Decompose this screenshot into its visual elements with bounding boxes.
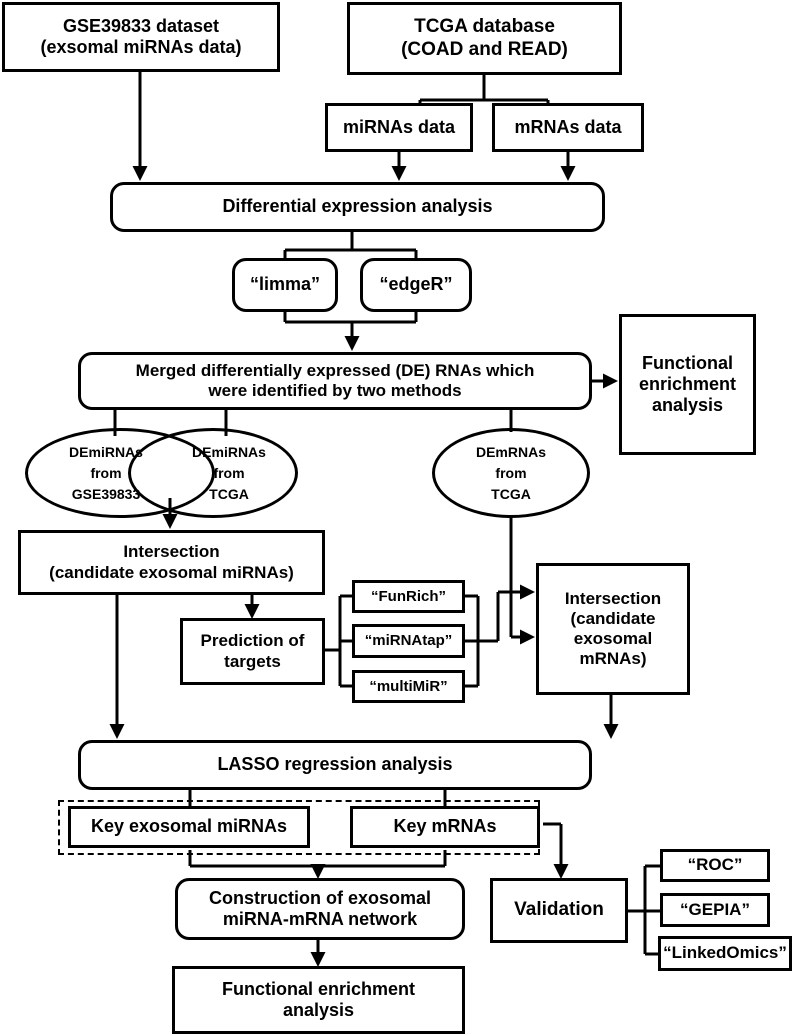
node-tcga-database[interactable]: TCGA database (COAD and READ): [347, 2, 622, 75]
intersection-mirnas-line2: (candidate exosomal miRNAs): [49, 562, 294, 582]
gepia-label: “GEPIA”: [680, 899, 750, 919]
construction-line2: miRNA-mRNA network: [222, 909, 418, 929]
fe-bottom-line1: Functional enrichment: [221, 978, 416, 999]
fe-bottom-line2: analysis: [282, 1000, 355, 1020]
node-limma[interactable]: “limma”: [232, 258, 338, 312]
mirnas-data-label: miRNAs data: [342, 116, 456, 137]
intersection-mrnas-line4: mRNAs): [579, 649, 647, 669]
node-validation[interactable]: Validation: [490, 878, 628, 943]
venn-right-line1: DEmiRNAs: [192, 443, 266, 460]
gse39833-line2: (exsomal miRNAs data): [40, 37, 242, 57]
merged-de-line2: were identified by two methods: [208, 381, 462, 400]
venn-left-line1: DEmiRNAs: [69, 443, 143, 460]
node-mirnas-data[interactable]: miRNAs data: [325, 103, 473, 152]
node-linkedomics[interactable]: “LinkedOmics”: [658, 936, 792, 971]
node-gepia[interactable]: “GEPIA”: [660, 893, 770, 927]
demrnas-line3: TCGA: [491, 485, 531, 502]
mirnatap-label: “miRNAtap”: [364, 632, 453, 650]
lasso-label: LASSO regression analysis: [217, 754, 453, 775]
venn-left-line2: from: [90, 464, 122, 481]
intersection-mrnas-line2: (candidate: [570, 608, 656, 628]
multimir-label: “multiMiR”: [369, 677, 448, 695]
venn-right-line2: from: [213, 464, 245, 481]
intersection-mirnas-line1: Intersection: [123, 542, 220, 562]
edger-label: “edgeR”: [379, 274, 453, 295]
differential-expression-label: Differential expression analysis: [222, 196, 493, 217]
tcga-line2: (COAD and READ): [401, 38, 568, 60]
node-gse39833-dataset[interactable]: GSE39833 dataset (exsomal miRNAs data): [2, 2, 280, 72]
node-multimir[interactable]: “multiMiR”: [352, 670, 465, 703]
fe-right-line3: analysis: [651, 395, 724, 416]
venn-right-line3: TCGA: [209, 485, 249, 502]
node-roc[interactable]: “ROC”: [660, 849, 770, 882]
demrnas-line1: DEmRNAs: [475, 443, 546, 460]
node-differential-expression-analysis[interactable]: Differential expression analysis: [110, 182, 605, 232]
key-exosomal-mirnas-label: Key exosomal miRNAs: [90, 816, 288, 837]
mrnas-data-label: mRNAs data: [514, 116, 622, 137]
limma-label: “limma”: [249, 274, 321, 295]
ellipse-demrnas-tcga[interactable]: DEmRNAs from TCGA: [432, 428, 590, 518]
gse39833-line1: GSE39833 dataset: [62, 15, 220, 36]
intersection-mrnas-line1: Intersection: [564, 588, 662, 608]
roc-label: “ROC”: [687, 855, 743, 875]
node-edger[interactable]: “edgeR”: [360, 258, 472, 312]
node-lasso-regression-analysis[interactable]: LASSO regression analysis: [78, 740, 592, 790]
intersection-mrnas-line3: exosomal: [573, 629, 653, 648]
venn-ellipse-gse39833[interactable]: DEmiRNAs from GSE39833: [25, 428, 215, 518]
node-construction-mirna-mrna-network[interactable]: Construction of exosomal miRNA-mRNA netw…: [175, 878, 465, 940]
prediction-line2: targets: [224, 651, 281, 671]
demrnas-line2: from: [495, 464, 527, 481]
node-merged-de-rnas[interactable]: Merged differentially expressed (DE) RNA…: [78, 352, 592, 410]
venn-ellipse-tcga[interactable]: DEmiRNAs from TCGA: [128, 428, 298, 518]
node-mrnas-data[interactable]: mRNAs data: [492, 103, 644, 152]
node-key-exosomal-mirnas[interactable]: Key exosomal miRNAs: [68, 806, 310, 848]
node-mirnatap[interactable]: “miRNAtap”: [352, 624, 465, 658]
key-mrnas-label: Key mRNAs: [393, 816, 497, 837]
node-functional-enrichment-analysis-bottom[interactable]: Functional enrichment analysis: [172, 966, 465, 1034]
node-functional-enrichment-analysis-right[interactable]: Functional enrichment analysis: [619, 314, 756, 455]
construction-line1: Construction of exosomal: [208, 887, 432, 908]
node-intersection-candidate-exosomal-mrnas[interactable]: Intersection (candidate exosomal mRNAs): [536, 563, 690, 695]
tcga-line1: TCGA database: [414, 16, 555, 38]
validation-label: Validation: [514, 899, 604, 921]
node-intersection-candidate-exosomal-mirnas[interactable]: Intersection (candidate exosomal miRNAs): [18, 530, 325, 595]
prediction-line1: Prediction of: [200, 631, 305, 651]
node-funrich[interactable]: “FunRich”: [352, 580, 465, 613]
merged-de-line1: Merged differentially expressed (DE) RNA…: [135, 360, 535, 380]
linkedomics-label: “LinkedOmics”: [663, 943, 787, 963]
funrich-label: “FunRich”: [371, 587, 446, 605]
node-key-mrnas[interactable]: Key mRNAs: [350, 806, 540, 848]
fe-right-line2: enrichment: [638, 373, 737, 394]
fe-right-line1: Functional: [642, 352, 733, 373]
node-prediction-of-targets[interactable]: Prediction of targets: [180, 618, 325, 685]
venn-left-line3: GSE39833: [71, 485, 141, 502]
